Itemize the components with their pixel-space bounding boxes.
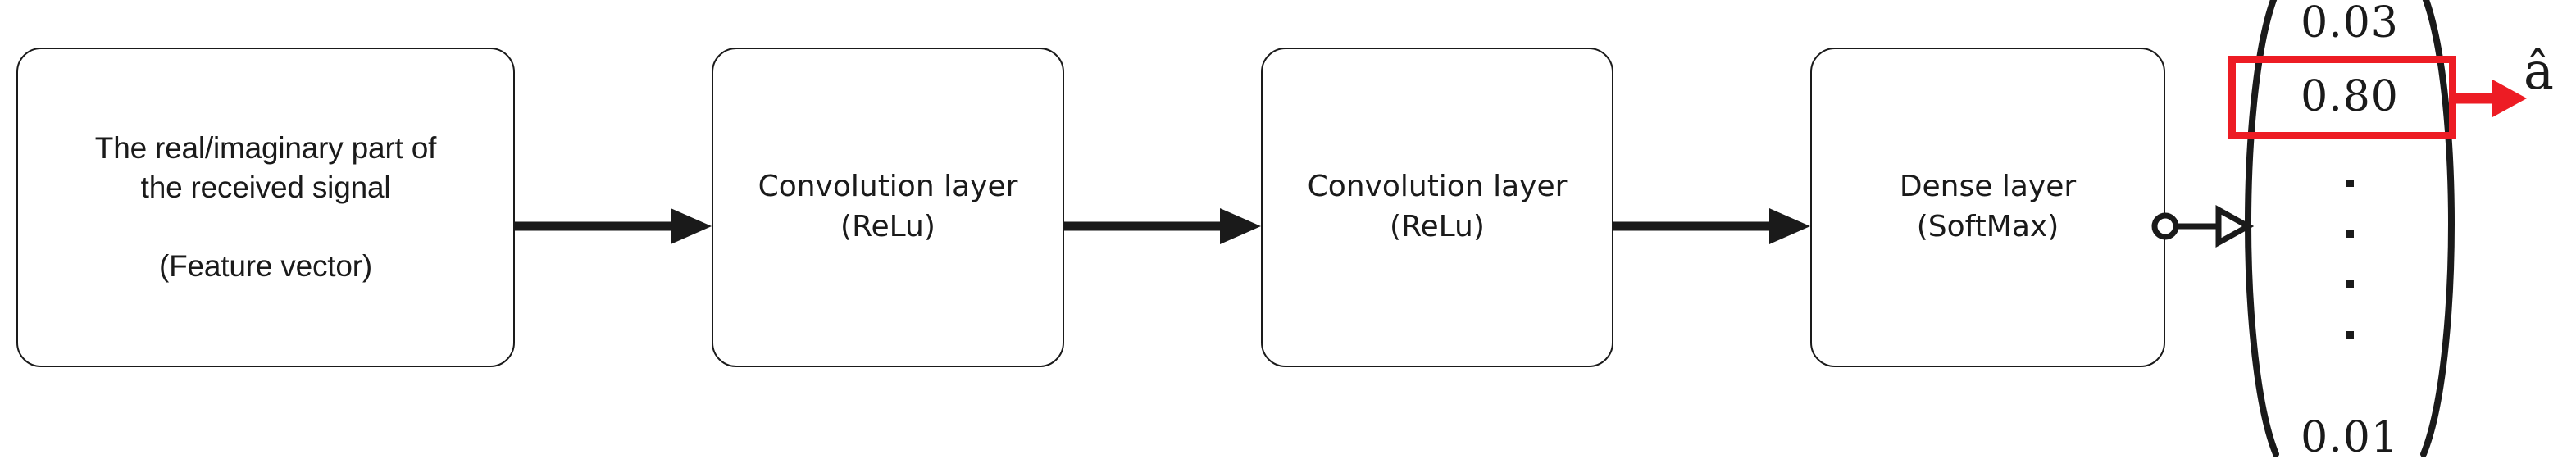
ellipsis-dot [2346,179,2354,187]
highlight-box [2228,56,2456,139]
connector-conv1-to-conv2 [1064,208,1261,244]
node-convolution-layer-1[interactable]: Convolution layer (ReLu) [712,48,1064,367]
vector-value-top: 0.03 [2301,0,2399,48]
connector-dense-to-output [2151,205,2255,248]
vector-value-bottom: 0.01 [2301,413,2399,459]
connector-conv2-to-dense [1613,208,1810,244]
node-input-label: The real/imaginary part of the received … [94,130,437,284]
ellipsis-dot [2346,230,2354,238]
node-input-feature-vector[interactable]: The real/imaginary part of the received … [16,48,515,367]
node-convolution-layer-2[interactable]: Convolution layer (ReLu) [1261,48,1613,367]
ellipsis-dot [2346,280,2354,289]
output-symbol-a-hat: â [2524,41,2554,101]
node-dense-layer[interactable]: Dense layer (SoftMax) [1810,48,2165,367]
connector-input-to-conv1 [515,208,712,244]
node-conv2-label: Convolution layer (ReLu) [1307,170,1568,243]
vector-value-highlighted: 0.80 [2301,72,2399,121]
node-dense-label: Dense layer (SoftMax) [1899,170,2077,243]
vector-ellipsis [2346,118,2354,395]
ellipsis-dot [2346,331,2354,339]
node-conv1-label: Convolution layer (ReLu) [758,170,1018,243]
highlight-arrow-icon [2451,80,2527,117]
